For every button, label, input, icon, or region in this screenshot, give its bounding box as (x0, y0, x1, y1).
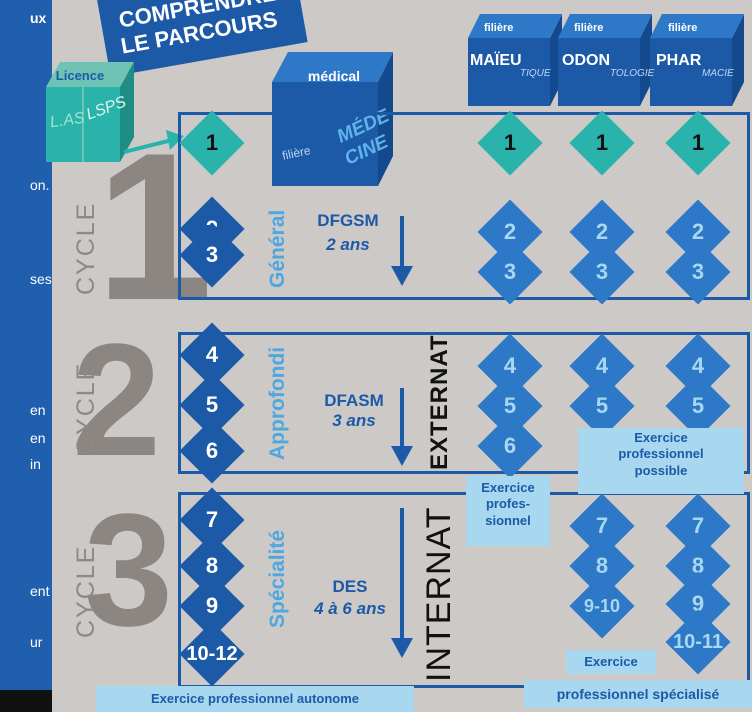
filiere-name-odon: ODON (562, 52, 610, 69)
diploma-des: DES (332, 577, 368, 596)
filiere-tag-maieu: filière (484, 22, 514, 34)
note-line: profes- (485, 496, 531, 512)
diploma-dfasm-years: 3 ans (332, 411, 376, 430)
sidebar-text: ur (30, 634, 43, 650)
step-number: 7 (205, 507, 219, 532)
step-number: 10-11 (672, 631, 724, 653)
cycle-3-frame (178, 492, 750, 688)
arrow-des-head (391, 638, 413, 658)
note-exercice-specialise: professionnel spécialisé (524, 680, 752, 708)
note-line: Exercice (634, 430, 688, 445)
note-exercice-possible: Exercice professionnel possible (578, 428, 744, 494)
step-number: 9-10 (583, 596, 621, 616)
arrow-dfasm (400, 388, 404, 448)
note-line: sionnel (485, 512, 531, 528)
cycle-2-label: CYCLE (72, 361, 100, 455)
step-number: 9 (691, 591, 705, 616)
sidebar-text: ent (30, 583, 50, 599)
cycle-3-label: CYCLE (72, 544, 100, 638)
diploma-dfasm: DFASM (324, 391, 384, 410)
diploma-dfgsm-years: 2 ans (326, 235, 370, 254)
step-number: 7 (691, 513, 705, 538)
step-number: 5 (205, 392, 219, 417)
step-number: 3 (595, 259, 609, 284)
note-exercice-maieu: Exercice profes- sionnel (466, 476, 550, 546)
step-number: 2 (595, 219, 609, 244)
phase-specialite: Spécialité (266, 529, 289, 628)
arrow-des (400, 508, 404, 640)
licence-cube (46, 62, 134, 162)
note-line: professionnel (618, 446, 704, 462)
label-externat: EXTERNAT (426, 334, 453, 470)
sidebar-text: ses (30, 271, 52, 287)
step-number: 5 (691, 393, 705, 418)
step-number: 8 (205, 553, 219, 578)
cycle-1-label: CYCLE (72, 201, 100, 295)
licence-title: Licence (55, 68, 105, 83)
step-number: 5 (503, 393, 517, 418)
medecine-cube (272, 52, 393, 186)
step-number: 2 (691, 219, 705, 244)
left-sidebar: ux on. ses en en in ent ur (0, 0, 52, 712)
step-number: 1 (595, 130, 609, 155)
step-number: 3 (691, 259, 705, 284)
medical-label: médical (307, 68, 361, 84)
step-number: 1 (691, 130, 705, 155)
arrow-dfgsm-head (391, 266, 413, 286)
note-exercice-autonome: Exercice professionnel autonome (96, 686, 414, 712)
note-exercice-label: Exercice (566, 650, 656, 674)
sidebar-text: in (30, 456, 41, 472)
sidebar-footer (0, 690, 52, 712)
step-number: 6 (205, 438, 219, 463)
step-number: 4 (503, 353, 517, 378)
filiere-suffix-odon: TOLOGIE (610, 68, 655, 79)
filiere-name-phar: PHAR (656, 52, 702, 69)
step-number: 1 (503, 130, 517, 155)
step-number: 6 (503, 433, 517, 458)
sidebar-text: en (30, 430, 46, 446)
note-line: possible (634, 462, 688, 478)
filiere-suffix-maieu: TIQUE (520, 68, 551, 79)
filiere-name-maieu: MAÏEU (470, 52, 522, 69)
filiere-cubes (468, 14, 744, 106)
cycle-1-frame (178, 112, 750, 300)
step-number: 3 (205, 242, 219, 267)
arrow-dfasm-head (391, 446, 413, 466)
step-number: 5 (595, 393, 609, 418)
sidebar-text: en (30, 402, 46, 418)
step-number: 7 (595, 513, 609, 538)
step-number: 4 (595, 353, 609, 378)
sidebar-text: ux (30, 10, 47, 26)
note-line: Exercice (481, 480, 535, 495)
phase-approfondi: Approfondi (266, 346, 289, 460)
diploma-des-years: 4 à 6 ans (314, 599, 386, 618)
step-number: 4 (205, 342, 219, 367)
step-number: 1 (205, 130, 219, 155)
filiere-tag-odon: filière (574, 22, 604, 34)
cycle-3-numeral: 3 (84, 480, 173, 659)
arrow-dfgsm (400, 216, 404, 268)
step-number: 10-12 (186, 643, 238, 665)
diploma-dfgsm: DFGSM (317, 211, 379, 230)
phase-general: Général (266, 209, 289, 288)
cycle-2-numeral: 2 (72, 310, 161, 489)
step-number: 8 (595, 553, 609, 578)
step-number: 2 (503, 219, 517, 244)
filiere-suffix-phar: MACIE (702, 68, 734, 79)
filiere-tag-phar: filière (668, 22, 698, 34)
sidebar-text: on. (30, 177, 50, 193)
label-internat: INTERNAT (420, 506, 458, 682)
step-number: 3 (503, 259, 517, 284)
step-number: 9 (205, 593, 219, 618)
step-number: 8 (691, 553, 705, 578)
step-number: 4 (691, 353, 705, 378)
